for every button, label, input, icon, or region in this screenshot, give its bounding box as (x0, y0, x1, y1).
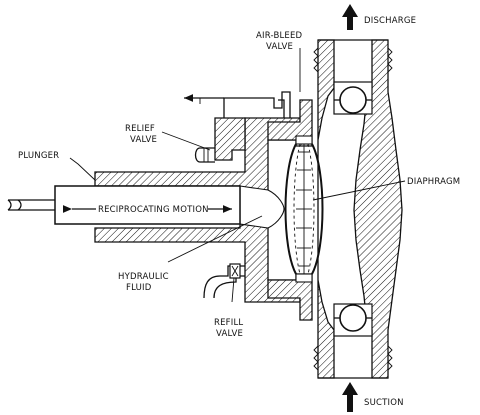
refill-valve (203, 263, 245, 299)
suction-label: SUCTION (364, 398, 404, 408)
relief-label-line1: RELIEF (125, 124, 155, 134)
diaphragm (284, 135, 324, 283)
plunger (7, 185, 241, 225)
discharge-arrow (342, 4, 358, 30)
suction-check-valve (333, 303, 373, 337)
refill-label-line2: VALVE (216, 329, 243, 339)
refill-leader (231, 277, 235, 303)
air-bleed-valve (184, 91, 291, 118)
hydraulic-chamber (239, 185, 285, 229)
relief-leader (161, 131, 211, 151)
plunger-leader (69, 157, 96, 181)
pump-housing (94, 99, 313, 321)
air-bleed-label-line1: AIR-BLEED (256, 31, 303, 41)
discharge-label: DISCHARGE (364, 16, 416, 26)
refill-label-line1: REFILL (214, 318, 243, 328)
plunger-label: PLUNGER (18, 151, 59, 161)
leader-lines (69, 48, 406, 303)
hydraulic-label-line2: FLUID (126, 283, 152, 293)
diaphragm-label: DIAPHRAGM (407, 177, 460, 187)
hydraulic-label-line1: HYDRAULIC (118, 272, 169, 282)
air-bleed-label-line2: VALVE (266, 42, 293, 52)
suction-arrow (342, 382, 358, 412)
motion-label: RECIPROCATING MOTION (98, 205, 209, 215)
discharge-check-valve (333, 81, 373, 115)
relief-label-line2: VALVE (130, 135, 157, 145)
hydraulic-leader (167, 215, 263, 263)
diaphragm-leader (312, 180, 406, 201)
relief-valve (194, 147, 215, 163)
